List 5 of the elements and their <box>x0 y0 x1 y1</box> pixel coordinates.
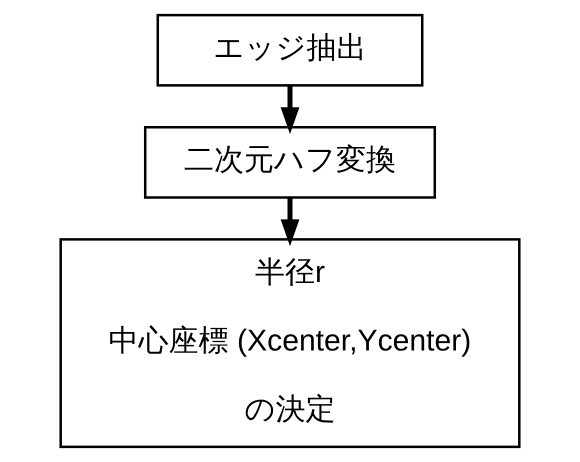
arrow <box>280 198 300 246</box>
arrow <box>280 86 300 134</box>
node-box: 半径r 中心座標 (Xcenter,Ycenter) の決定 <box>59 238 521 448</box>
node-box: 二次元ハフ変換 <box>144 126 436 199</box>
node-box: エッジ抽出 <box>156 14 424 87</box>
